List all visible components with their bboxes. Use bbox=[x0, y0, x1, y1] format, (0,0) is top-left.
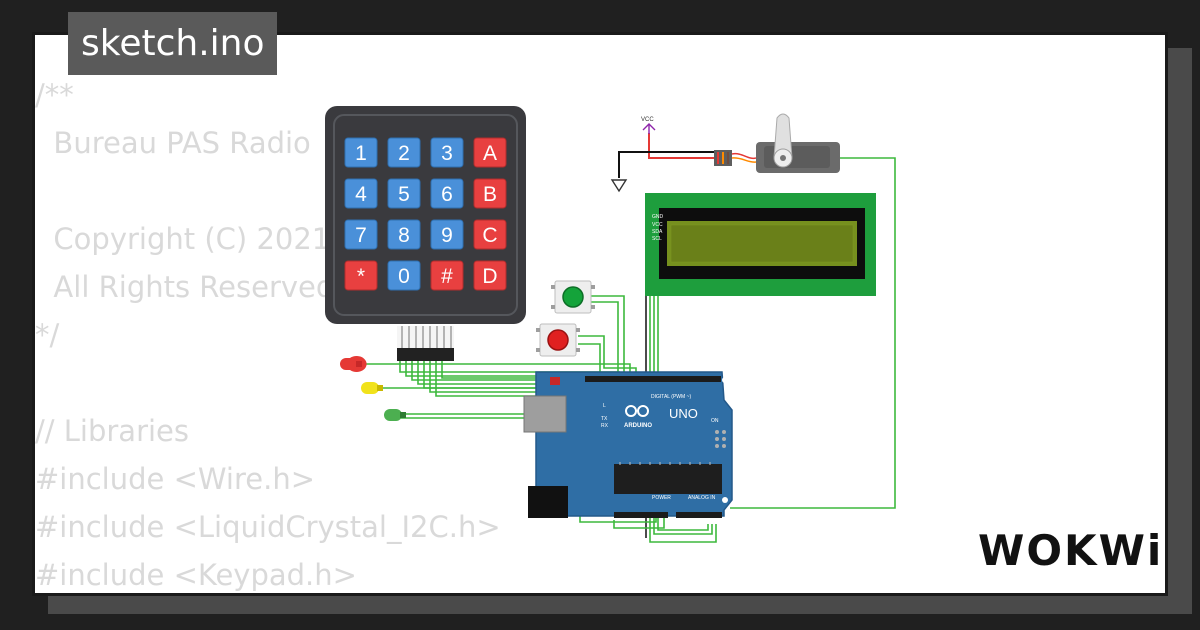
keypad-key-label: 6 bbox=[441, 183, 453, 206]
arduino-brand-label: ARDUINO bbox=[624, 423, 652, 429]
analog-header-label: ANALOG IN bbox=[688, 495, 716, 501]
keypad-key-B[interactable]: B bbox=[473, 178, 507, 209]
keypad-key-C[interactable]: C bbox=[473, 219, 507, 250]
keypad-key-label: 2 bbox=[398, 142, 410, 165]
arduino-model-label: UNO bbox=[669, 406, 698, 421]
keypad-key-3[interactable]: 3 bbox=[430, 137, 464, 168]
keypad-key-1[interactable]: 1 bbox=[344, 137, 378, 168]
green-led[interactable] bbox=[384, 409, 406, 421]
keypad-key-label: 8 bbox=[398, 224, 410, 247]
tx-led-label: TX bbox=[601, 416, 608, 422]
code-line: All Rights Reserved. bbox=[35, 270, 344, 304]
code-line: #include <LiquidCrystal_I2C.h> bbox=[35, 510, 501, 544]
code-line: */ bbox=[35, 318, 60, 352]
lcd-pin-scl: SCL bbox=[652, 236, 662, 242]
keypad-key-5[interactable]: 5 bbox=[387, 178, 421, 209]
lcd-pin-vcc: VCC bbox=[652, 222, 663, 228]
keypad-key-label: 9 bbox=[441, 224, 453, 247]
l-led-label: L bbox=[603, 403, 606, 409]
code-editor: /** Bureau PAS Radio Copyright (C) 2021,… bbox=[35, 71, 515, 599]
keypad-key-7[interactable]: 7 bbox=[344, 219, 378, 250]
keypad-key-D[interactable]: D bbox=[473, 260, 507, 291]
keypad-key-label: B bbox=[483, 183, 497, 206]
keypad-key-2[interactable]: 2 bbox=[387, 137, 421, 168]
servo-motor[interactable] bbox=[714, 113, 840, 173]
keypad-key-label: 0 bbox=[398, 265, 410, 288]
keypad-key-8[interactable]: 8 bbox=[387, 219, 421, 250]
keypad-key-*[interactable]: * bbox=[344, 260, 378, 291]
digital-header-label: DIGITAL (PWM ~) bbox=[651, 394, 691, 400]
ground-symbol bbox=[610, 179, 628, 193]
file-tab-title[interactable]: sketch.ino bbox=[68, 12, 278, 75]
code-line: #include <Keypad.h> bbox=[35, 558, 357, 592]
keypad-key-9[interactable]: 9 bbox=[430, 219, 464, 250]
vcc-label: VCC bbox=[641, 117, 654, 123]
keypad-key-label: 5 bbox=[398, 183, 410, 206]
code-line: Bureau PAS Radio bbox=[35, 126, 311, 160]
lcd-pin-sda: SDA bbox=[652, 229, 663, 235]
keypad-key-label: # bbox=[441, 265, 453, 288]
lcd-16x2-display[interactable]: GND VCC SDA SCL bbox=[645, 193, 876, 296]
keypad-key-label: 7 bbox=[355, 224, 367, 247]
arduino-uno-board[interactable]: UNO ARDUINO DIGITAL (PWM ~) POWER ANALOG… bbox=[523, 371, 733, 518]
code-line: #include <Wire.h> bbox=[35, 462, 316, 496]
red-led[interactable] bbox=[340, 355, 367, 372]
yellow-led[interactable] bbox=[361, 382, 383, 394]
on-led-label: ON bbox=[711, 418, 719, 424]
code-line: // Libraries bbox=[35, 414, 190, 448]
keypad-key-6[interactable]: 6 bbox=[430, 178, 464, 209]
vcc-symbol: VCC bbox=[641, 117, 656, 134]
rx-led-label: RX bbox=[601, 423, 609, 429]
wokwi-logo[interactable]: WOKWi bbox=[978, 526, 1164, 575]
red-pushbutton[interactable] bbox=[536, 323, 580, 357]
lcd-pin-gnd: GND bbox=[652, 214, 664, 220]
keypad-key-A[interactable]: A bbox=[473, 137, 507, 168]
keypad-key-0[interactable]: 0 bbox=[387, 260, 421, 291]
keypad-key-label: C bbox=[482, 224, 497, 247]
keypad-key-label: A bbox=[483, 142, 497, 165]
keypad-keys[interactable]: 1 2 3 A 4 5 6 B 7 8 9 C * 0 # D bbox=[344, 137, 507, 291]
keypad-4x4[interactable]: 1 2 3 A 4 5 6 B 7 8 9 C * 0 # D bbox=[325, 106, 526, 361]
keypad-key-label: * bbox=[357, 265, 365, 288]
keypad-key-label: 4 bbox=[355, 183, 367, 206]
power-header-label: POWER bbox=[652, 495, 671, 501]
code-line: /** bbox=[35, 78, 74, 112]
keypad-key-label: 3 bbox=[441, 142, 453, 165]
keypad-key-4[interactable]: 4 bbox=[344, 178, 378, 209]
green-pushbutton[interactable] bbox=[551, 280, 595, 314]
keypad-key-#[interactable]: # bbox=[430, 260, 464, 291]
keypad-key-label: D bbox=[482, 265, 497, 288]
keypad-key-label: 1 bbox=[355, 142, 367, 165]
